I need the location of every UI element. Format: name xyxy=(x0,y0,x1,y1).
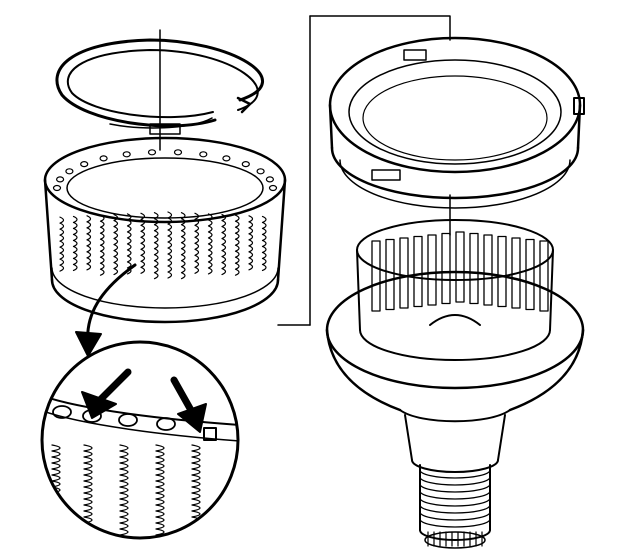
shaft-grooves xyxy=(419,469,491,528)
hub-splines xyxy=(371,231,549,312)
detail-magnifier xyxy=(40,340,240,540)
spring-coils xyxy=(59,211,267,280)
detail-arrow-left xyxy=(81,368,132,419)
snap-ring xyxy=(55,38,265,135)
shaft-spline-teeth xyxy=(427,531,483,547)
cage-holes xyxy=(52,149,278,192)
return-spring-assembly xyxy=(43,136,287,324)
leader-lines xyxy=(159,15,451,326)
callout-arrow xyxy=(75,263,137,357)
detail-arrow-right xyxy=(170,376,207,433)
magnified-springs xyxy=(51,444,201,538)
clutch-housing-hub xyxy=(325,219,585,549)
piston-housing xyxy=(328,36,585,209)
